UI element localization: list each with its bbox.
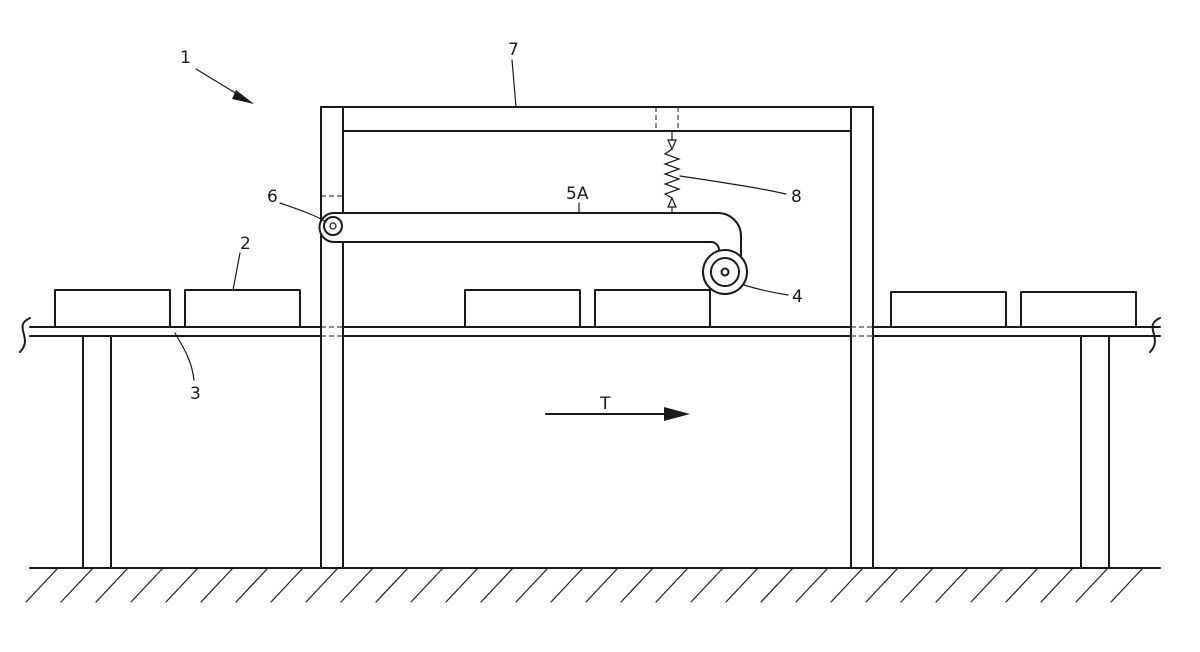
ground-hatch-line [200, 567, 234, 603]
roller [702, 249, 748, 295]
ground-hatch-line [865, 567, 899, 603]
ground-hatch-line [725, 567, 759, 603]
ground-hatch-line [235, 567, 269, 603]
ground-hatch-line [1040, 567, 1074, 603]
label-roller: 4 [792, 287, 803, 307]
ground-hatch-line [830, 567, 864, 603]
label-direction: T [599, 394, 611, 414]
ground-hatch-line [270, 567, 304, 603]
ground-hatch-line [305, 567, 339, 603]
ground-hatch-line [550, 567, 584, 603]
ground-hatch-line [95, 567, 129, 603]
portal-frame [320, 106, 874, 569]
reference-arrow [195, 68, 254, 104]
ground-hatch-line [375, 567, 409, 603]
ground-hatch-line [1075, 567, 1109, 603]
ground-hatch-line [935, 567, 969, 603]
ground-hatch-line [410, 567, 444, 603]
ground-hatch-line [130, 567, 164, 603]
products [54, 289, 1137, 328]
arm [318, 212, 742, 271]
spring [663, 130, 681, 214]
label-product: 2 [240, 234, 251, 254]
ground-hatch-line [480, 567, 514, 603]
ground-hatch-line [340, 567, 374, 603]
label-spring: 8 [791, 187, 802, 207]
ground-hatch-line [515, 567, 549, 603]
ground-hatch-line [585, 567, 619, 603]
ground-hatch-line [620, 567, 654, 603]
conveyor-legs [82, 335, 1110, 569]
ground-hatch-line [1005, 567, 1039, 603]
leader-lines [174, 59, 789, 381]
ground-hatch-line [795, 567, 829, 603]
ground-hatch-line [445, 567, 479, 603]
label-frame: 7 [508, 40, 519, 60]
ground-hatch-line [760, 567, 794, 603]
ground-hatch-line [900, 567, 934, 603]
ground-hatch-line [25, 567, 59, 603]
reference-labels: 1 2 3 4 5A 6 7 8 T [180, 40, 803, 414]
direction-arrow [545, 407, 690, 421]
label-apparatus: 1 [180, 48, 191, 68]
pivot [323, 216, 343, 236]
ground [25, 567, 1161, 603]
ground-hatch-line [165, 567, 199, 603]
ground-hatch-line [690, 567, 724, 603]
ground-hatch-line [1110, 567, 1144, 603]
ground-hatch-line [60, 567, 94, 603]
label-conveyor: 3 [190, 384, 201, 404]
label-arm: 5A [566, 184, 589, 204]
ground-hatch-line [655, 567, 689, 603]
label-pivot: 6 [267, 187, 278, 207]
ground-hatch-line [970, 567, 1004, 603]
